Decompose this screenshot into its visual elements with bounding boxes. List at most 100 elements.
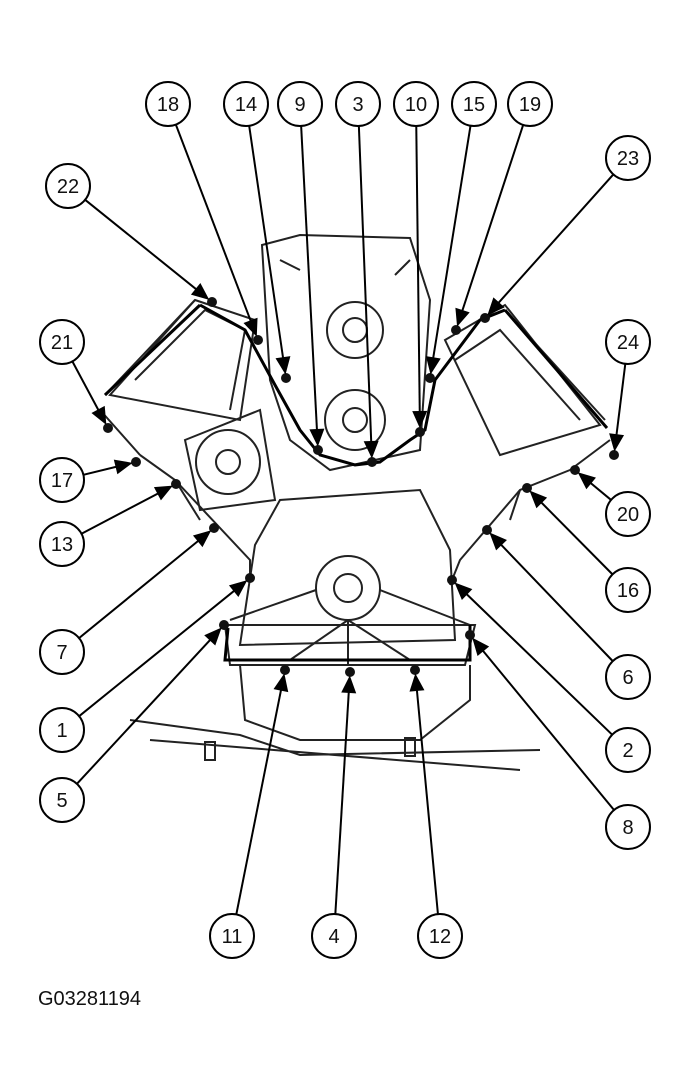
callout-circle	[605, 804, 651, 850]
callout-circle	[311, 913, 357, 959]
callout-circle	[335, 81, 381, 127]
callout-number: 19	[519, 94, 541, 116]
callout-number: 1	[56, 720, 67, 742]
bolt-9	[313, 445, 323, 455]
callout-5: 5	[39, 777, 85, 823]
bolt-8	[465, 630, 475, 640]
leader-arrow-5	[204, 627, 222, 646]
bolt-24	[609, 450, 619, 460]
callout-circle	[223, 81, 269, 127]
leader-arrow-4	[341, 675, 357, 694]
leader-line-14	[248, 125, 285, 363]
bolt-14	[281, 373, 291, 383]
callout-circle	[605, 491, 651, 537]
callout-number: 24	[617, 332, 639, 354]
callout-number: 8	[622, 817, 633, 839]
callout-circle	[277, 81, 323, 127]
callout-circle	[451, 81, 497, 127]
leader-arrow-18	[243, 317, 258, 337]
leader-line-16	[537, 498, 614, 576]
callout-number: 4	[328, 926, 339, 948]
callout-circle	[39, 319, 85, 365]
bolt-1	[245, 573, 255, 583]
leader-line-5	[76, 636, 214, 785]
leader-line-24	[614, 363, 627, 440]
callout-circle	[39, 777, 85, 823]
callout-number: 15	[463, 94, 485, 116]
callout-circle	[45, 163, 91, 209]
callout-number: 23	[617, 148, 639, 170]
leader-line-10	[415, 125, 421, 417]
callout-20: 20	[605, 491, 651, 537]
callout-10: 10	[393, 81, 439, 127]
callout-12: 12	[417, 913, 463, 959]
leader-arrow-2	[454, 582, 473, 600]
bolt-23	[480, 313, 490, 323]
leader-arrow-7	[192, 530, 212, 548]
leader-arrow-22	[190, 282, 210, 300]
callout-number: 2	[622, 740, 633, 762]
leader-line-7	[78, 537, 203, 639]
leader-arrow-3	[363, 440, 379, 459]
callout-leaders	[71, 124, 627, 915]
leader-line-2	[462, 590, 613, 736]
callout-8: 8	[605, 804, 651, 850]
bolt-13	[171, 479, 181, 489]
callout-11: 11	[209, 913, 255, 959]
leader-line-15	[431, 125, 472, 363]
leader-arrow-8	[472, 637, 490, 656]
callout-circle	[507, 81, 553, 127]
callout-number: 18	[157, 94, 179, 116]
callout-circle	[605, 567, 651, 613]
callout-circle	[39, 629, 85, 675]
leader-line-23	[494, 173, 615, 307]
callout-circle	[605, 319, 651, 365]
leader-line-9	[300, 125, 319, 435]
callout-number: 17	[51, 470, 73, 492]
callout-circle	[417, 913, 463, 959]
bolt-4	[345, 667, 355, 677]
callout-circle	[39, 457, 85, 503]
leader-arrow-1	[228, 580, 248, 598]
leader-arrow-20	[577, 472, 596, 490]
callout-number: 5	[56, 790, 67, 812]
leader-line-3	[357, 125, 373, 447]
leader-line-20	[586, 479, 612, 501]
bolt-2	[447, 575, 457, 585]
callout-21: 21	[39, 319, 85, 365]
callout-circle	[145, 81, 191, 127]
callout-number: 12	[429, 926, 451, 948]
callout-number: 22	[57, 176, 79, 198]
leader-line-12	[415, 685, 439, 915]
leader-line-18	[174, 124, 254, 326]
leader-arrow-10	[412, 410, 428, 429]
callout-3: 3	[335, 81, 381, 127]
leader-line-4	[334, 687, 351, 915]
leader-arrow-15	[425, 356, 441, 375]
leader-line-21	[71, 360, 102, 415]
callout-circle	[39, 707, 85, 753]
bolt-11	[280, 665, 290, 675]
callout-circle	[605, 727, 651, 773]
bolt-10	[415, 427, 425, 437]
leader-line-19	[460, 124, 525, 316]
callout-19: 19	[507, 81, 553, 127]
leader-line-22	[84, 199, 201, 293]
leader-arrow-21	[91, 405, 107, 425]
bolt-17	[131, 457, 141, 467]
callout-6: 6	[605, 654, 651, 700]
figure-id: G03281194	[38, 988, 142, 1010]
leader-line-17	[83, 464, 121, 476]
leader-arrow-13	[153, 485, 173, 501]
callout-number: 13	[51, 534, 73, 556]
leader-arrow-24	[609, 433, 625, 452]
callout-22: 22	[45, 163, 91, 209]
callout-24: 24	[605, 319, 651, 365]
callout-number: 14	[235, 94, 257, 116]
callout-number: 10	[405, 94, 427, 116]
bolt-18	[253, 335, 263, 345]
callout-17: 17	[39, 457, 85, 503]
callout-circle	[605, 135, 651, 181]
